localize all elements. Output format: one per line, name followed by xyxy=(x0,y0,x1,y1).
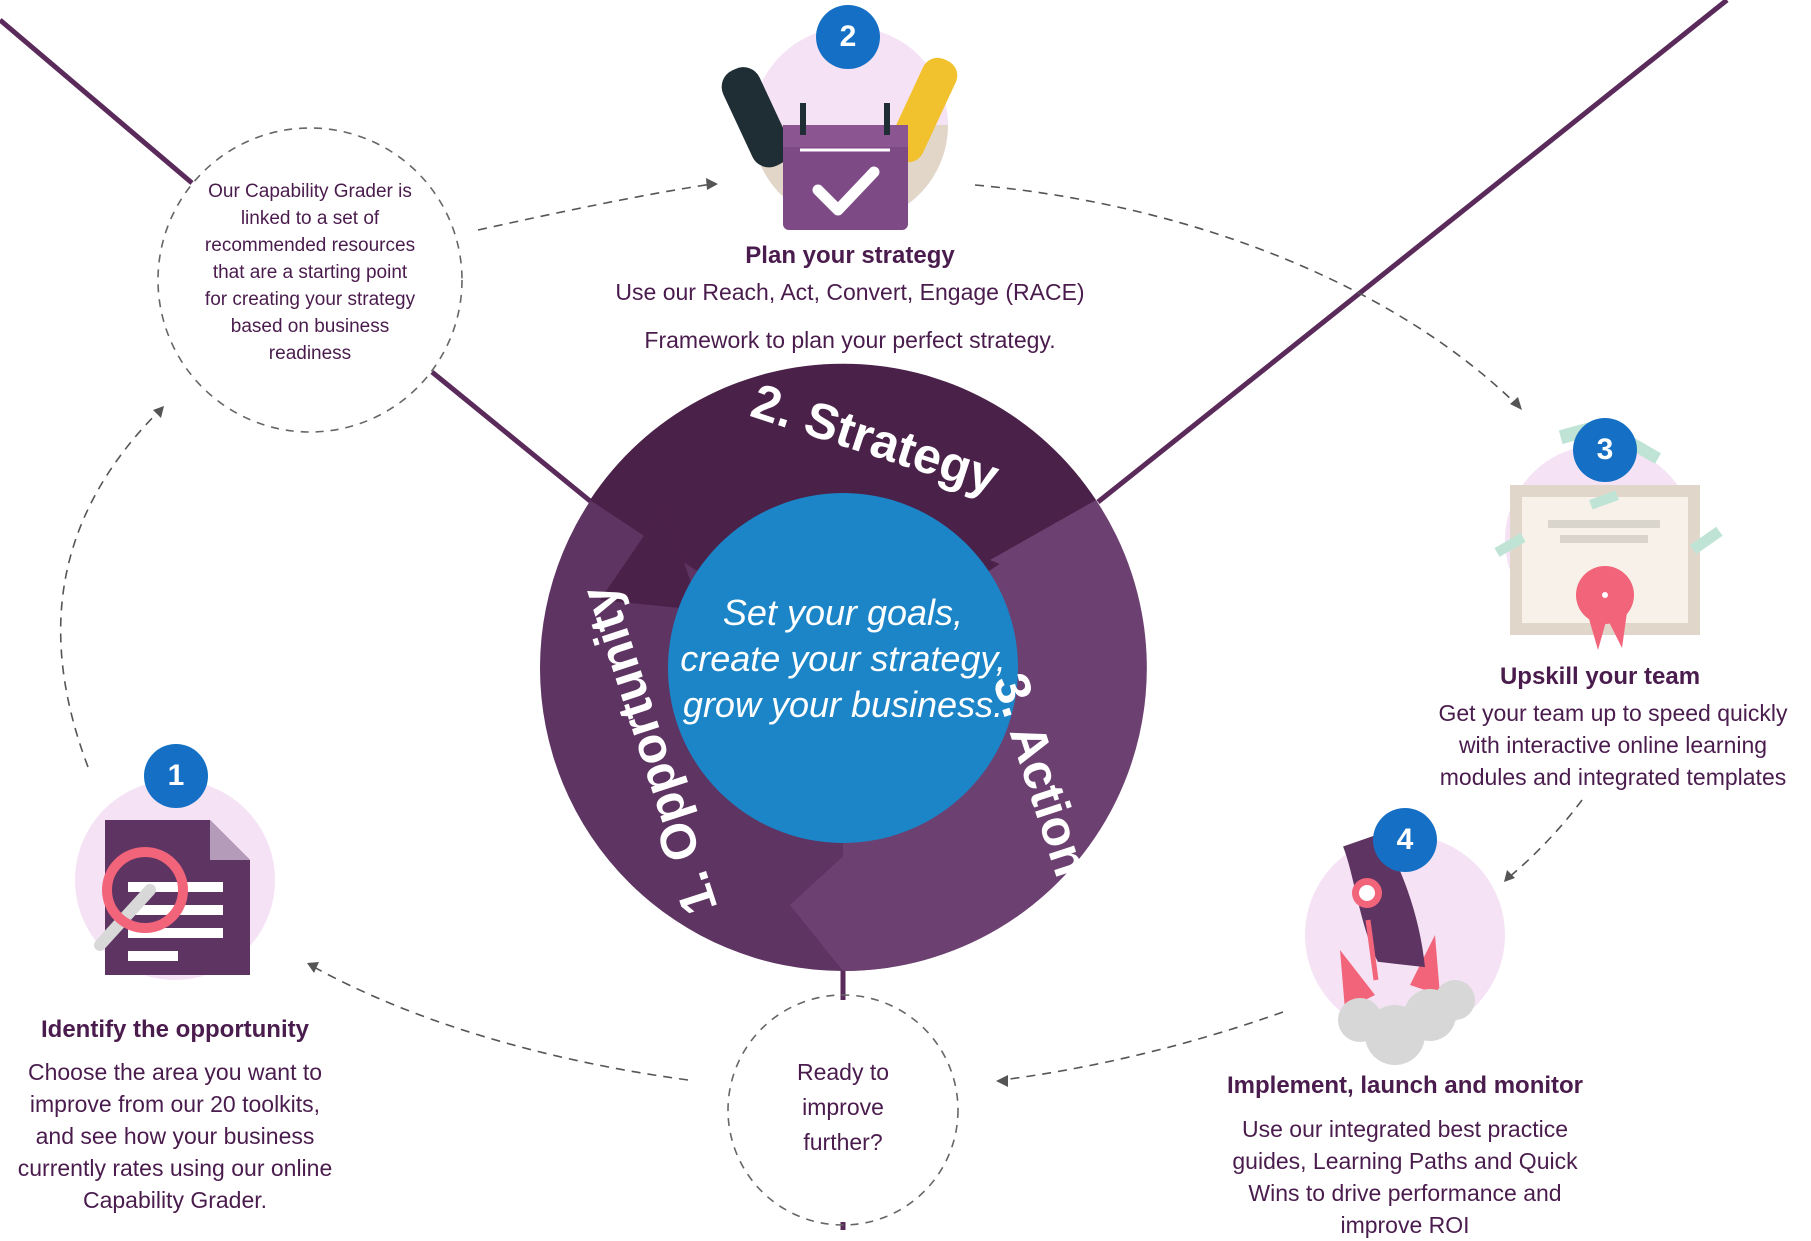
step-2-title: Plan your strategy xyxy=(745,242,955,269)
step-4-body: Use our integrated best practice guides,… xyxy=(1232,1116,1578,1238)
calendar-check-icon xyxy=(721,27,958,230)
grader-note: Our Capability Grader is linked to a set… xyxy=(204,181,416,364)
step-3-title: Upskill your team xyxy=(1499,663,1701,690)
step-badge-1: 1 xyxy=(144,744,208,808)
connector-lines xyxy=(0,0,1729,1230)
step-2-line-2: Framework to plan your perfect strategy. xyxy=(644,327,1056,353)
step-3-body: Get your team up to speed quickly with i… xyxy=(1438,700,1788,790)
center-line-3: grow your business. xyxy=(682,684,1004,725)
step-4-title: Implement, launch and monitor xyxy=(1226,1072,1584,1099)
center-message: Set your goals, create your strategy, gr… xyxy=(668,590,1018,728)
center-line-1: Set your goals, xyxy=(722,592,964,633)
step-badge-3: 3 xyxy=(1573,418,1637,482)
certificate-icon xyxy=(1494,420,1723,650)
ready-note: Ready to improve further? xyxy=(796,1059,890,1155)
step-2-line-1: Use our Reach, Act, Convert, Engage (RAC… xyxy=(615,279,1085,305)
step-1-body: Choose the area you want to improve from… xyxy=(17,1059,333,1213)
flow-arrows xyxy=(59,183,1583,1081)
arrow-heads xyxy=(153,178,1522,1087)
center-circle xyxy=(668,493,1018,843)
step-badge-4: 4 xyxy=(1373,808,1437,872)
rocket-icon xyxy=(1305,833,1505,1065)
center-line-2: create your strategy, xyxy=(680,638,1006,679)
ready-note-circle xyxy=(727,994,959,1226)
step-1-title: Identify the opportunity xyxy=(41,1016,309,1043)
grader-note-circle xyxy=(157,127,463,433)
document-magnifier-icon xyxy=(75,780,275,980)
step-badge-2: 2 xyxy=(816,5,880,69)
